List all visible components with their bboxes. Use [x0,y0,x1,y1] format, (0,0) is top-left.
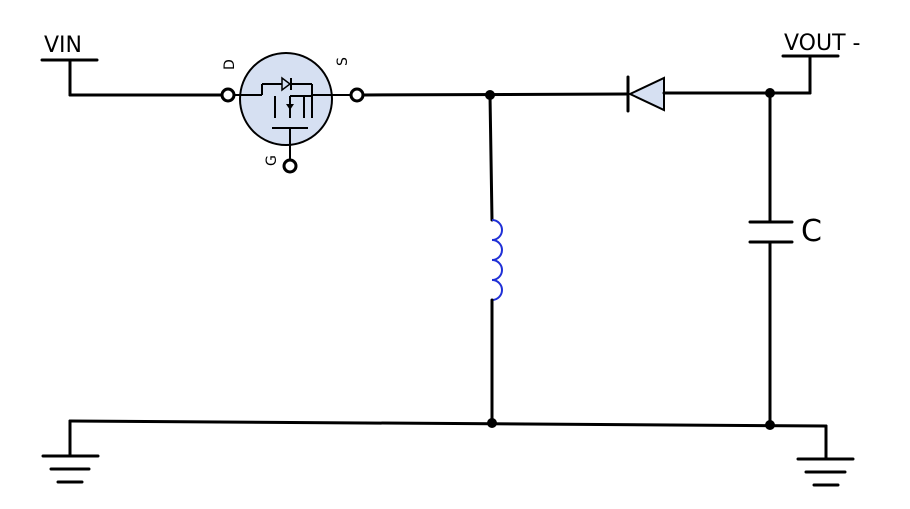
vin-label: VIN [44,33,82,58]
capacitor-label: C [801,214,822,249]
gate-label: G [264,155,280,166]
inductor-icon [491,219,503,301]
vout-terminal: VOUT - [781,31,860,95]
inductor-wire-top [488,93,494,222]
top-wire-left [361,92,630,97]
mosfet-body [239,52,333,146]
drain-pin [220,87,236,103]
ground-icon [41,419,100,484]
mosfet-icon: D S G [220,52,365,174]
gate-pin [282,158,298,174]
ground-icon [796,424,855,487]
source-label: S [335,57,351,66]
source-pin [349,87,365,103]
vin-terminal: VIN [40,33,224,97]
drain-label: D [222,59,238,70]
vout-label: VOUT - [784,31,860,56]
diode-icon [626,75,665,113]
ground-rail [68,419,828,428]
capacitor-icon [748,220,794,244]
